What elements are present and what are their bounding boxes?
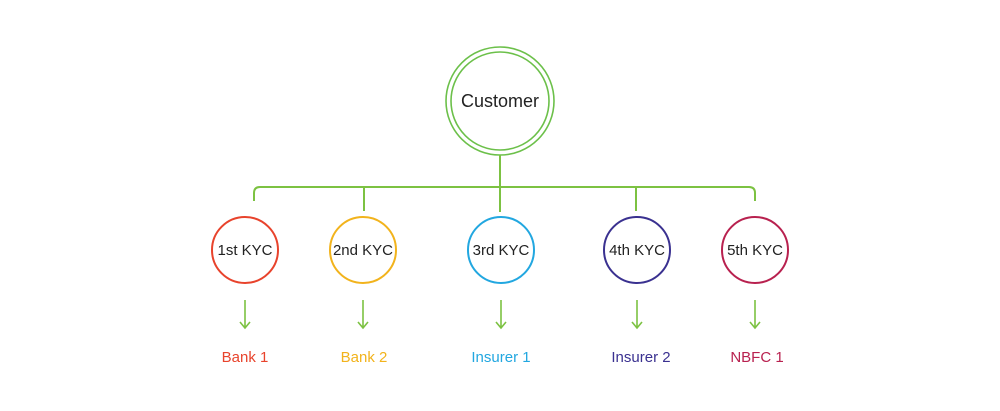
kyc-label: 3rd KYC [473, 242, 530, 259]
kyc-circle [721, 216, 789, 284]
kyc-node: 3rd KYC Insurer 1 [467, 216, 535, 366]
down-arrow-icon [239, 300, 251, 330]
root-inner-ring [450, 51, 550, 151]
down-arrow-icon [631, 300, 643, 330]
institution-label: Insurer 2 [611, 349, 670, 366]
root-label: Customer [461, 91, 539, 111]
kyc-label: 4th KYC [609, 242, 665, 259]
connector-tree [253, 155, 756, 212]
institution-label: Insurer 1 [471, 349, 530, 366]
institution-label: Bank 2 [341, 349, 388, 366]
down-arrow-icon [357, 300, 369, 330]
kyc-node: 1st KYC Bank 1 [211, 216, 279, 366]
institution-label: NBFC 1 [730, 349, 783, 366]
kyc-label: 5th KYC [727, 242, 783, 259]
kyc-node: 2nd KYC Bank 2 [329, 216, 397, 366]
root-node: Customer [445, 46, 555, 156]
kyc-circle [211, 216, 279, 284]
kyc-circle [467, 216, 535, 284]
kyc-node: 5th KYC NBFC 1 [721, 216, 789, 366]
branch-line [253, 186, 756, 201]
kyc-label: 2nd KYC [333, 242, 393, 259]
down-arrow-icon [749, 300, 761, 330]
kyc-circle [603, 216, 671, 284]
kyc-circle [329, 216, 397, 284]
down-arrow-icon [495, 300, 507, 330]
kyc-node: 4th KYC Insurer 2 [603, 216, 671, 366]
kyc-label: 1st KYC [217, 242, 272, 259]
institution-label: Bank 1 [222, 349, 269, 366]
